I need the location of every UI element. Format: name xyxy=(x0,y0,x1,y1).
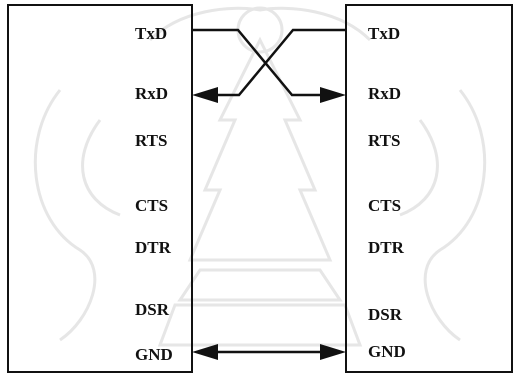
arrow-into-right-gnd xyxy=(320,344,346,360)
left-pin-dtr: DTR xyxy=(135,238,172,257)
wire-right-txd-to-left-rxd xyxy=(218,28,346,97)
left-device-box xyxy=(7,4,193,373)
left-pin-rxd: RxD xyxy=(135,84,168,103)
right-pin-rxd: RxD xyxy=(368,84,401,103)
left-pin-cts: CTS xyxy=(135,196,168,215)
arrow-into-right-rxd xyxy=(320,87,346,103)
wire-left-txd-to-right-rxd xyxy=(192,28,324,97)
right-pin-dtr: DTR xyxy=(368,238,405,257)
right-pin-rts: RTS xyxy=(368,131,400,150)
arrow-into-left-gnd xyxy=(192,344,218,360)
arrow-into-left-rxd xyxy=(192,87,218,103)
left-pin-rts: RTS xyxy=(135,131,167,150)
right-pin-gnd: GND xyxy=(368,342,406,361)
left-pin-dsr: DSR xyxy=(135,300,170,319)
right-device-box xyxy=(345,4,513,373)
watermark-emblem xyxy=(33,6,487,347)
left-pin-txd: TxD xyxy=(135,24,167,43)
right-pin-txd: TxD xyxy=(368,24,400,43)
right-pin-cts: CTS xyxy=(368,196,401,215)
left-pin-gnd: GND xyxy=(135,345,173,364)
right-pin-dsr: DSR xyxy=(368,305,403,324)
